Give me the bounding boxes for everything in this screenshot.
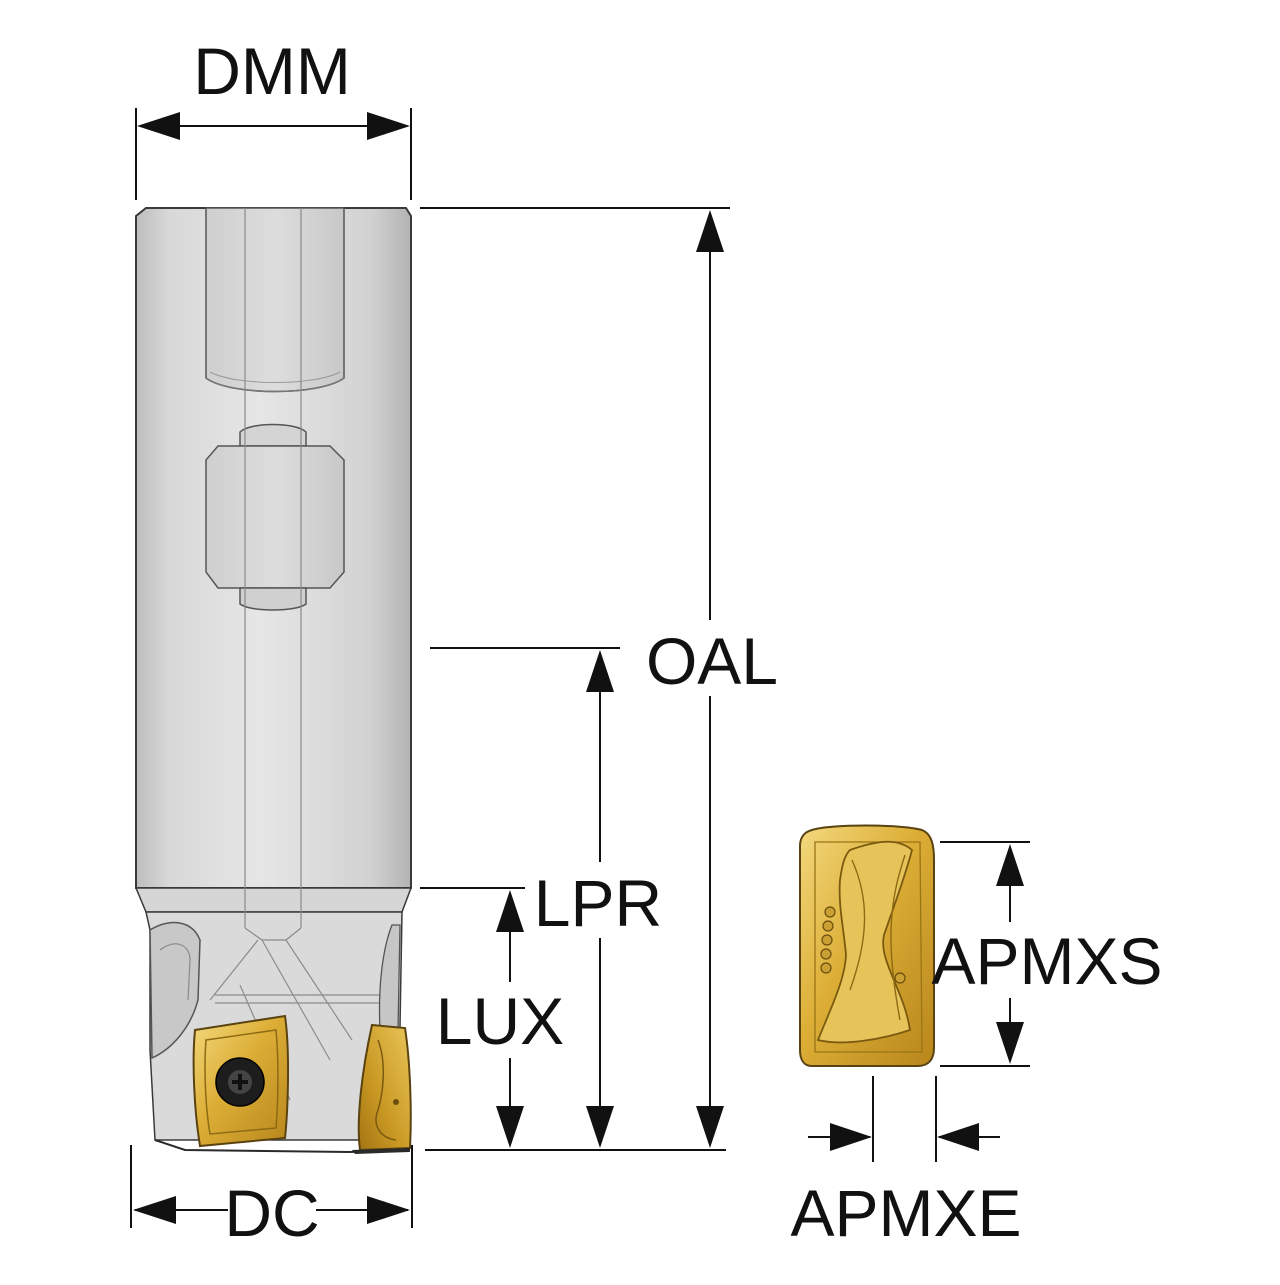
end-mill-body [134, 207, 413, 1154]
dc-arrow-left [133, 1196, 176, 1224]
chip-gullet-left [149, 921, 201, 1060]
apmxe-arrowhead-left [830, 1123, 872, 1151]
label-oal: OAL [646, 624, 778, 698]
label-lux: LUX [436, 984, 564, 1058]
oal-arrow-top [696, 210, 724, 252]
lux-arrow-bottom [496, 1106, 524, 1148]
neck [134, 887, 413, 913]
front-insert [192, 1014, 290, 1148]
weldon-flat-lower [205, 423, 345, 611]
label-dc: DC [224, 1176, 319, 1250]
weldon-flat-upper [205, 207, 345, 393]
label-dmm: DMM [193, 34, 351, 108]
lpr-arrow-top [586, 650, 614, 692]
insert-dots [820, 906, 906, 984]
apmxe-arrowhead-right [937, 1123, 979, 1151]
apmxs-arrow-top [996, 844, 1024, 886]
apmxs-arrow-bottom [996, 1022, 1024, 1064]
label-apmxs: APMXS [931, 924, 1162, 998]
insert-detail [799, 824, 935, 1067]
label-lpr: LPR [534, 866, 662, 940]
label-apmxe: APMXE [790, 1176, 1021, 1250]
coolant-channel [244, 208, 302, 941]
label-knockouts [228, 620, 1154, 1250]
lpr-arrow-bottom [586, 1106, 614, 1148]
dmm-arrow-right [367, 112, 410, 140]
dmm-arrow-left [137, 112, 180, 140]
dc-arrow-right [367, 1196, 410, 1224]
dimension-labels: DMM OAL LPR LUX DC APMXS APMXE [193, 34, 1162, 1250]
oal-arrow-bottom [696, 1106, 724, 1148]
insert-chipbreaker [816, 840, 914, 1044]
cutter-bottom-edge [154, 1139, 411, 1154]
arrowheads [133, 112, 1024, 1224]
lux-arrow-top [496, 890, 524, 932]
